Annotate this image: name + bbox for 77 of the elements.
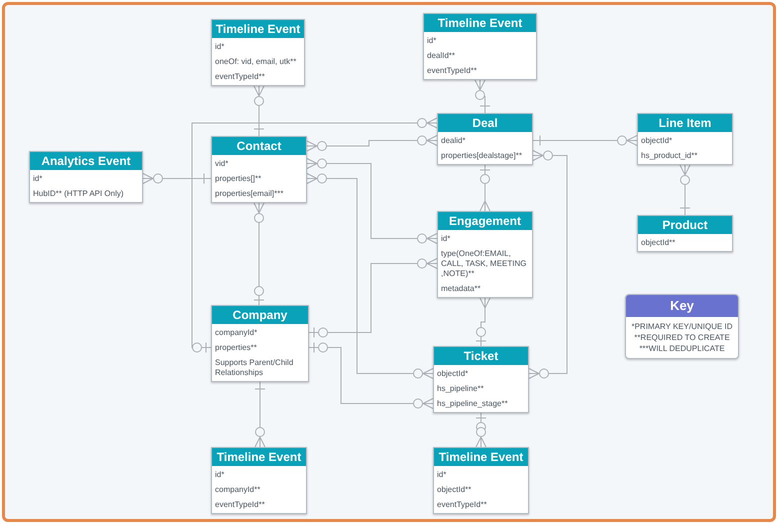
relationship-line [192, 118, 438, 353]
field-row-text: eventTypeId** [426, 64, 478, 77]
table-header: Ticket [434, 347, 528, 365]
table-header: Contact [212, 137, 306, 155]
field-row-text: vid* [214, 158, 230, 170]
relationship-line [254, 202, 264, 306]
field-row-text: objectId* [640, 134, 674, 147]
relationship-line [308, 342, 434, 409]
field-row-text: id* [32, 172, 44, 184]
key-note: *PRIMARY KEY/UNIQUE ID [630, 321, 734, 332]
relationship-line [254, 382, 266, 448]
entity-table [637, 215, 733, 252]
entity-table [211, 19, 305, 86]
field-row-text: eventTypeId** [214, 70, 266, 83]
field-row-text: id* [440, 232, 452, 244]
entity-table [211, 447, 307, 514]
field-row-text: properties[email]*** [214, 188, 284, 200]
field-row-text: dealId** [426, 50, 456, 62]
field-row-text: Supports Parent/Child Relationships [214, 356, 294, 379]
entity-table [211, 136, 307, 203]
field-row-text: eventTypeId** [214, 498, 266, 511]
table-header: Timeline Event [212, 20, 304, 38]
field-row-text: properties** [214, 342, 258, 354]
field-row-text: metadata** [440, 282, 482, 294]
field-row-text: objectId** [640, 236, 676, 249]
relationship-line [306, 158, 438, 244]
relationship-line [528, 150, 568, 379]
field-row-text: id* [214, 40, 226, 52]
field-row-text: properties[dealstage]** [440, 150, 523, 162]
entity-table [433, 346, 529, 413]
table-header: Analytics Event [30, 152, 142, 170]
relationship-line [306, 135, 438, 152]
field-row-text: hs_product_id** [640, 150, 698, 162]
field-row-text: hs_pipeline_stage** [436, 398, 509, 410]
table-header: Timeline Event [424, 14, 536, 32]
table-header: Line Item [638, 114, 732, 132]
field-row-text: properties[]** [214, 172, 262, 185]
field-row-text: hs_pipeline** [436, 382, 485, 395]
table-header: Deal [438, 114, 532, 132]
field-row-text: type(OneOf:EMAIL, CALL, TASK, MEETING ,NOTE)** [440, 248, 528, 280]
field-row-text: objectId* [436, 368, 470, 380]
relationship-line [474, 80, 490, 114]
entity-table [437, 113, 533, 165]
entity-table [433, 447, 529, 514]
table-header: Timeline Event [434, 448, 528, 466]
relationship-line [308, 258, 438, 338]
entity-table [637, 113, 733, 165]
field-row-text: eventTypeId** [436, 498, 488, 511]
entity-table [437, 211, 533, 298]
table-header: Company [212, 306, 308, 324]
relationship-line [680, 164, 690, 216]
field-row-text: id* [426, 34, 438, 46]
entity-table [29, 151, 143, 203]
field-row-text: companyId** [214, 484, 262, 496]
field-row-text: dealid* [440, 134, 466, 146]
table-header: Timeline Event [212, 448, 306, 466]
relationship-line [480, 164, 490, 212]
field-row-text: oneOf: vid, email, utk** [214, 56, 298, 68]
key-note: ***WILL DEDUPLICATE [638, 343, 726, 354]
table-header: Product [638, 216, 732, 234]
relationship-line [476, 412, 486, 448]
relationship-line [142, 173, 212, 184]
field-row-text: id* [214, 468, 226, 480]
field-row-text: objectId** [436, 484, 472, 496]
field-row-text: id* [436, 468, 448, 480]
table-header: Engagement [438, 212, 532, 230]
key-note: **REQUIRED TO CREATE [633, 332, 731, 343]
relationship-line [306, 173, 434, 379]
entity-table [423, 13, 537, 80]
key-table [625, 294, 739, 359]
table-header: Key [626, 295, 738, 317]
entity-table [211, 305, 309, 382]
field-row-text: companyId* [214, 326, 258, 339]
relationship-line [532, 135, 638, 146]
relationship-line [476, 298, 490, 346]
relationship-line [254, 86, 264, 136]
field-row-text: HubID** (HTTP API Only) [32, 188, 125, 200]
